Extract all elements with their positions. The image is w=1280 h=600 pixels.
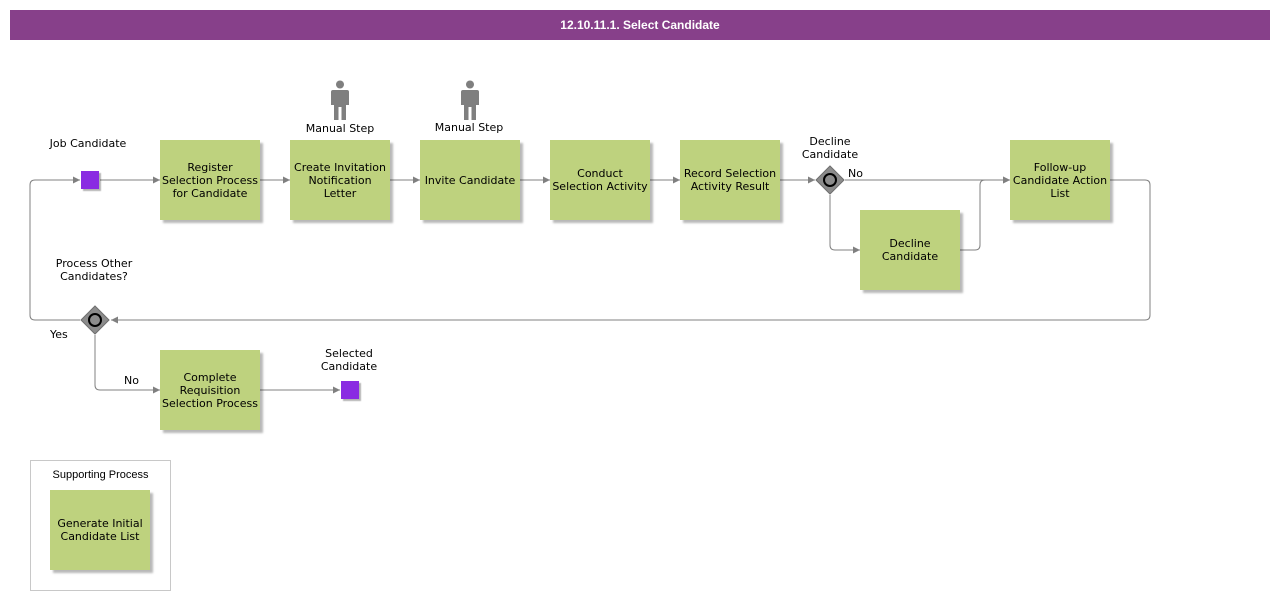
task-register-selection-process[interactable]: Register Selection Process for Candidate <box>160 140 260 220</box>
task-invite-candidate[interactable]: Invite Candidate <box>420 140 520 220</box>
task-create-invitation-letter[interactable]: Create Invitation Notification Letter <box>290 140 390 220</box>
flow-decline-to-followup <box>960 176 1010 251</box>
task-conduct-selection-activity[interactable]: Conduct Selection Activity <box>550 140 650 220</box>
task-complete-requisition[interactable]: Complete Requisition Selection Process <box>160 350 260 430</box>
gateway-no-label: No <box>124 374 139 387</box>
flow-gateway-to-decline <box>829 195 860 254</box>
end-event[interactable] <box>341 381 359 399</box>
supporting-process-title: Supporting Process <box>52 469 149 481</box>
manual-step-label: Manual Step <box>434 121 504 134</box>
task-record-selection-result[interactable]: Record Selection Activity Result <box>680 140 780 220</box>
task-decline-candidate[interactable]: Decline Candidate <box>860 210 960 290</box>
task-generate-candidate-list[interactable]: Generate Initial Candidate List <box>50 490 150 570</box>
gateway-process-other-label: Process Other Candidates? <box>55 257 133 283</box>
end-event-label: Selected Candidate <box>320 347 378 373</box>
diagram-title: 12.10.11.1. Select Candidate <box>10 10 1270 40</box>
manual-step-label: Manual Step <box>305 122 375 135</box>
gateway-decline-label: Decline Candidate <box>801 135 859 161</box>
flow-process-yes-loop <box>29 176 80 321</box>
person-icon <box>331 80 349 120</box>
flow-followup-to-process-gateway <box>111 179 1151 324</box>
task-followup-action-list[interactable]: Follow-up Candidate Action List <box>1010 140 1110 220</box>
start-event[interactable] <box>81 171 99 189</box>
start-event-label: Job Candidate <box>49 137 127 150</box>
person-icon <box>461 80 479 120</box>
gateway-yes-label: Yes <box>50 328 68 341</box>
gateway-decline-no-label: No <box>848 167 863 180</box>
flow-process-no-to-complete <box>94 335 160 394</box>
exclusive-gateway-process-other[interactable] <box>80 305 110 335</box>
exclusive-gateway-decline[interactable] <box>815 165 845 195</box>
